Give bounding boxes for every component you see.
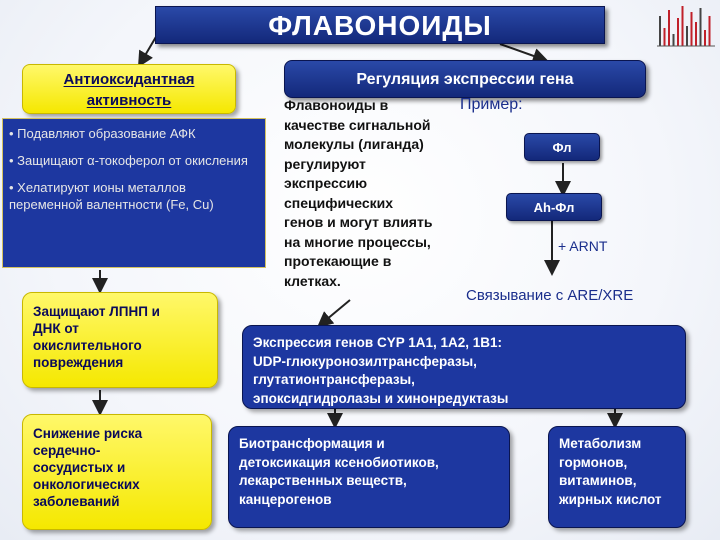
logo-bar [708,16,711,46]
arnt-label: + ARNT [558,238,608,254]
gene-expression-box: Экспрессия генов CYP 1A1, 1A2, 1B1: UDP-… [242,325,686,409]
arrow-title-to-regulation [499,43,549,64]
arrow-desc-to-expression [316,299,351,328]
logo-chart-icon [657,6,715,47]
ahfl-pill: Ah-Фл [506,193,602,221]
antioxidant-header: Антиоксидантная активность [22,64,236,114]
ldl-protection-box: Защищают ЛПНП и ДНК от окислительного по… [22,292,218,388]
bullet-item: • Подавляют образование АФК [9,126,196,141]
biotransformation-box: Биотрансформация и детоксикация ксенобио… [228,426,510,528]
logo-bar [659,16,661,46]
bullet-item: • Защищают α-токоферол от окисления [9,153,248,168]
page-title: ФЛАВОНОИДЫ [155,6,605,44]
bullet-item: • Хелатируют ионы металлов переменной ва… [9,180,214,212]
logo-bar [668,10,670,46]
binding-label: Связывание с ARE/XRE [466,287,634,304]
logo-bar [704,30,706,46]
metabolism-box: Метаболизм гормонов, витаминов, жирных к… [548,426,686,528]
risk-reduction-box: Снижение риска сердечно- сосудистых и он… [22,414,212,530]
logo-bar [663,28,666,46]
logo-bar [677,18,679,46]
example-label: Пример: [460,96,523,113]
logo-bar [686,26,688,46]
antioxidant-bullet-list: • Подавляют образование АФК • Защищают α… [2,118,266,268]
regulation-header: Регуляция экспрессии гена [284,60,646,98]
logo-bar [690,12,693,46]
logo-bar [681,6,684,46]
fl-pill: Фл [524,133,600,161]
logo-bar [695,22,697,46]
logo-bar [672,34,675,46]
logo-bar [699,8,702,46]
regulation-description: Флавоноиды в качестве сигнальной молекул… [284,97,433,289]
